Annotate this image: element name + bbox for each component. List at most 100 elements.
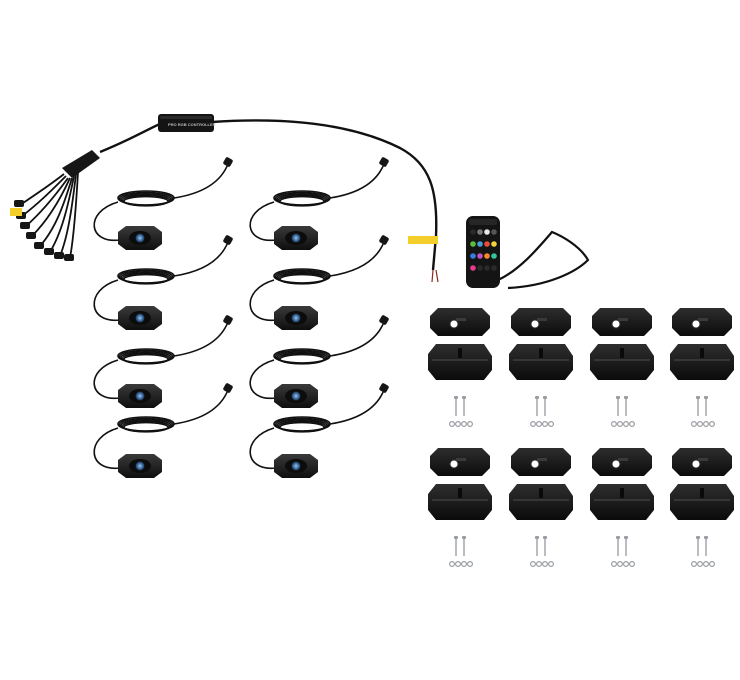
mount-hole — [611, 459, 621, 469]
coiled-cable — [123, 421, 169, 433]
washer — [467, 560, 474, 567]
remote-button — [491, 253, 497, 259]
screw — [705, 398, 707, 416]
cable-connector — [379, 315, 389, 325]
remote-button — [484, 253, 490, 259]
washer — [455, 560, 462, 567]
mount-bracket — [509, 344, 573, 380]
cable-connector — [223, 383, 233, 393]
washer — [690, 560, 697, 567]
mount-slot — [537, 458, 547, 461]
remote-button — [491, 241, 497, 247]
mount-slot — [456, 318, 466, 321]
washer — [547, 560, 554, 567]
mount-set — [428, 308, 492, 428]
led-chip — [135, 391, 145, 401]
screw-head — [696, 536, 700, 539]
splitter-hub — [62, 150, 100, 178]
coiled-cable — [123, 195, 169, 207]
rock-light-pods — [93, 157, 389, 478]
washer — [547, 421, 554, 428]
coiled-cable — [279, 195, 325, 207]
screw — [455, 538, 457, 556]
remote-button — [477, 265, 483, 271]
pod-cable — [249, 359, 277, 399]
remote-button — [470, 265, 476, 271]
screw-head — [704, 396, 708, 399]
remote-button — [477, 253, 483, 259]
pod-cable — [249, 201, 277, 241]
mount-slot — [456, 458, 466, 461]
mount-set — [670, 308, 734, 428]
mount-slot — [618, 458, 628, 461]
bracket-notch — [539, 488, 543, 498]
mount-plate — [592, 308, 652, 336]
screw — [536, 538, 538, 556]
screw-head — [543, 396, 547, 399]
remote-button — [477, 241, 483, 247]
washer — [610, 560, 617, 567]
screw — [625, 538, 627, 556]
lanyard — [497, 230, 590, 290]
mount-hole — [691, 319, 701, 329]
washer — [455, 421, 462, 428]
led-chip — [291, 391, 301, 401]
cable-connector — [379, 157, 389, 167]
led-chip — [291, 233, 301, 243]
mount-plate — [511, 308, 571, 336]
bracket-notch — [539, 348, 543, 358]
screw — [625, 398, 627, 416]
screw-head — [624, 536, 628, 539]
mount-bracket — [428, 484, 492, 520]
cable-lead — [173, 163, 229, 199]
remote-button — [484, 241, 490, 247]
mount-plate — [430, 448, 490, 476]
mount-plate — [672, 308, 732, 336]
led-chip — [135, 233, 145, 243]
controller-label: PRO RGB CONTROLLER — [168, 122, 216, 127]
pod-cable — [249, 427, 277, 469]
coiled-cable — [279, 421, 325, 433]
screw-head — [462, 536, 466, 539]
washer — [616, 560, 623, 567]
screw — [536, 398, 538, 416]
mount-hole — [530, 459, 540, 469]
cable-lead — [329, 389, 385, 425]
washer — [535, 560, 542, 567]
remote-button — [470, 253, 476, 259]
remote-button — [491, 265, 497, 271]
mount-bracket — [590, 344, 654, 380]
mount-slot — [698, 318, 708, 321]
led-pod-assembly — [249, 315, 389, 408]
mount-bracket — [670, 344, 734, 380]
mount-slot — [698, 458, 708, 461]
mount-bracket — [670, 484, 734, 520]
mount-plate — [592, 448, 652, 476]
screw-head — [462, 396, 466, 399]
washer — [461, 560, 468, 567]
mounting-hardware — [428, 308, 734, 567]
pod-cable — [93, 201, 121, 241]
screw — [705, 538, 707, 556]
mount-set — [509, 308, 573, 428]
screw — [455, 398, 457, 416]
led-chip — [135, 461, 145, 471]
washer — [702, 560, 709, 567]
cable-connector — [379, 235, 389, 245]
coiled-cable — [123, 353, 169, 365]
led-pod-assembly — [249, 157, 389, 250]
washer — [616, 421, 623, 428]
mount-bracket — [509, 484, 573, 520]
led-pod-assembly — [249, 383, 389, 478]
controller-harness: PRO RGB CONTROLLER — [10, 114, 439, 283]
pod-cable — [93, 427, 121, 469]
screw-head — [616, 396, 620, 399]
cable-connector — [223, 315, 233, 325]
splitter-leads — [19, 171, 79, 259]
main-wire — [99, 122, 161, 154]
screw-head — [624, 396, 628, 399]
controller-box: PRO RGB CONTROLLER — [158, 114, 216, 132]
cable-lead — [329, 241, 385, 277]
cable-lead — [173, 321, 229, 357]
